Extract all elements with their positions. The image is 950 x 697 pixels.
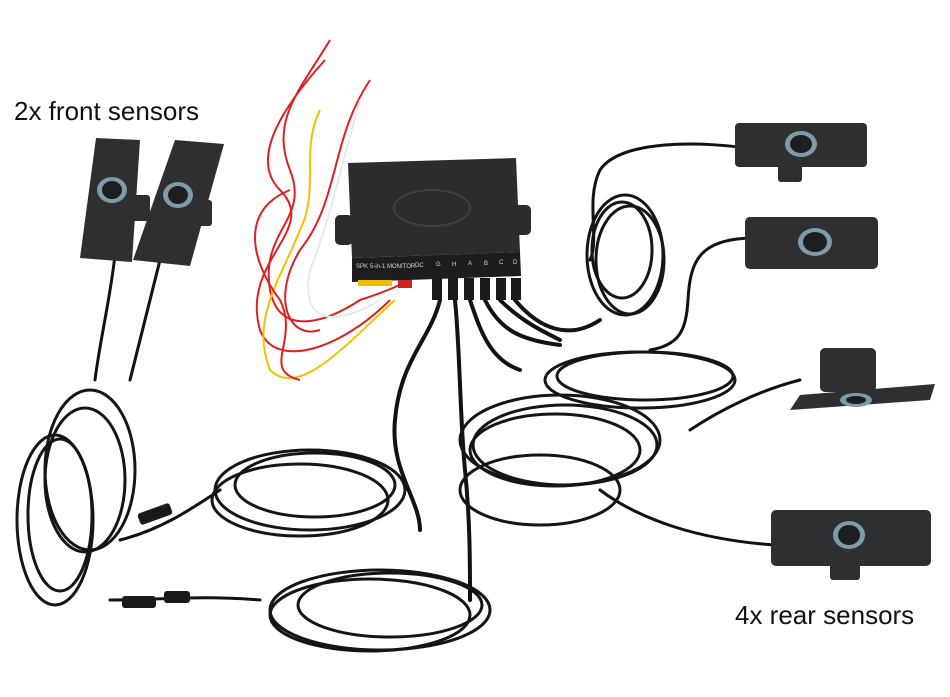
rear-sensor-3: [790, 348, 935, 410]
front-sensor-right: [133, 140, 224, 266]
rear-sensors-caption: 4x rear sensors: [735, 600, 915, 630]
front-sensors-caption: 2x front sensors: [14, 96, 199, 126]
power-wire-bundle: [254, 39, 411, 381]
inline-connectors: [122, 503, 190, 608]
control-box: SPK 5-in-1 MONITOR DC G H A B C D: [335, 158, 531, 300]
box-label-monitor: MONITOR: [387, 264, 416, 270]
cable-coils: [15, 193, 737, 653]
box-port-b: B: [484, 261, 488, 267]
box-port-d: D: [513, 260, 518, 266]
rear-sensor-2: [745, 217, 878, 269]
front-sensor-left: [80, 138, 150, 262]
rear-sensor-4: [771, 510, 931, 580]
box-port-a: A: [468, 261, 472, 267]
box-label-spk: SPK: [356, 264, 368, 270]
box-label-dc: DC: [415, 263, 424, 269]
box-port-g: G: [436, 262, 441, 268]
box-port-c: C: [499, 260, 504, 266]
rear-sensor-1: [735, 123, 867, 182]
box-label-mode: 5-in-1: [370, 264, 386, 270]
box-port-h: H: [452, 262, 456, 268]
